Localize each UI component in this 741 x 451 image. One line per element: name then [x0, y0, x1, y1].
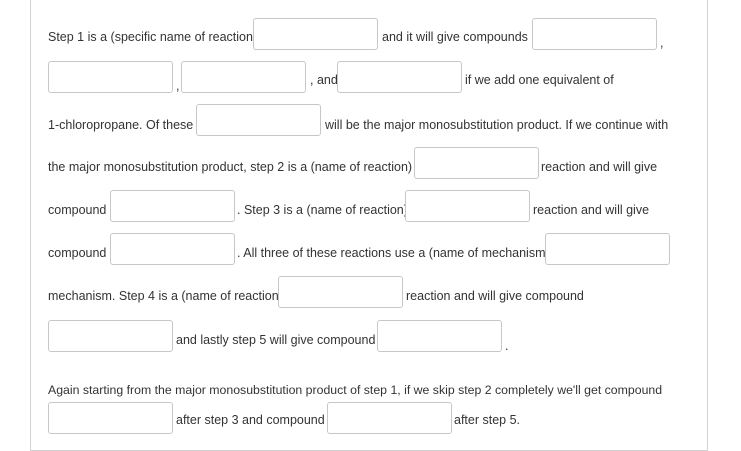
step1-text: Step 1 is a (specific name of reaction) [48, 30, 258, 44]
step3-compound-input[interactable] [110, 233, 235, 265]
if-add-text: if we add one equivalent of [465, 73, 614, 87]
and-text: , and [310, 73, 338, 87]
step3-text: . Step 3 is a (name of reaction) [237, 203, 408, 217]
mechanism-input[interactable] [545, 233, 670, 265]
mechanism-step4-text: mechanism. Step 4 is a (name of reaction… [48, 289, 283, 303]
reaction-give-compound-text: reaction and will give compound [406, 289, 584, 303]
skip-step3-compound-input[interactable] [48, 402, 173, 434]
step3-reaction-input[interactable] [405, 190, 530, 222]
all-three-text: . All three of these reactions use a (na… [237, 246, 550, 260]
step1-compound-c-input[interactable] [181, 61, 306, 93]
step1-compound-a-input[interactable] [532, 18, 657, 50]
compound-text: compound [48, 246, 107, 260]
reaction-give-text: reaction and will give [533, 203, 650, 217]
step4-reaction-input[interactable] [278, 276, 403, 308]
step2-reaction-input[interactable] [414, 147, 539, 179]
chloropropane-text: 1-chloropropane. Of these [48, 118, 194, 132]
step5-compound-input[interactable] [377, 320, 502, 352]
major-product-input[interactable] [196, 104, 321, 136]
again-text: Again starting from the major monosubsti… [48, 383, 663, 397]
major-step2-text: the major monosubstitution product, step… [48, 160, 413, 174]
reaction-give-text: reaction and will give [541, 160, 658, 174]
step1-reaction-input[interactable] [253, 18, 378, 50]
step4-compound-input[interactable] [48, 320, 173, 352]
skip-step5-compound-input[interactable] [327, 402, 452, 434]
will-be-major-text: will be the major monosubstitution produ… [325, 118, 669, 132]
step1-compound-b-input[interactable] [48, 61, 173, 93]
lastly-step5-text: and lastly step 5 will give compound [176, 333, 376, 347]
step2-compound-input[interactable] [110, 190, 235, 222]
after-step3-text: after step 3 and compound [176, 413, 325, 427]
compound-text: compound [48, 203, 107, 217]
period-text: . [505, 339, 509, 353]
step1-compound-d-input[interactable] [337, 61, 462, 93]
give-compounds-text: and it will give compounds [382, 30, 528, 44]
comma-text: , [176, 79, 180, 93]
comma-text: , [660, 36, 664, 50]
after-step5-text: after step 5. [454, 413, 521, 427]
